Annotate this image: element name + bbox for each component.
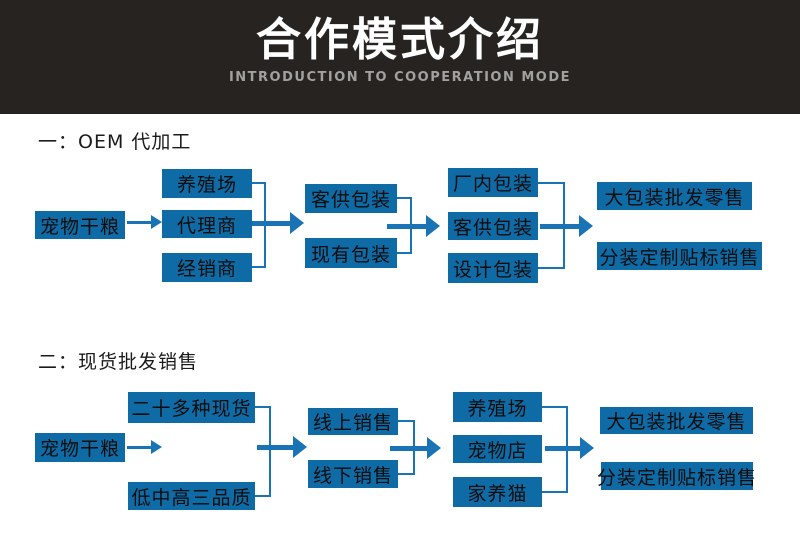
flow-arrow-shaft	[252, 221, 290, 226]
node-existing-packaging: 现有包装	[305, 238, 397, 268]
flow-arrow-shaft	[127, 446, 151, 449]
flow-arrowhead	[426, 215, 440, 237]
node-agent: 代理商	[162, 210, 252, 238]
flow-arrow-shaft	[390, 446, 427, 451]
flow-arrowhead	[151, 215, 162, 229]
flow-arrowhead	[579, 215, 593, 237]
connector-line	[255, 406, 271, 408]
section-1-title: 一：OEM 代加工	[38, 131, 192, 153]
node-pet-dry-food-2: 宠物干粮	[35, 433, 125, 462]
connector-line	[255, 495, 271, 497]
node-custom-label-sales-1: 分装定制贴标销售	[597, 242, 762, 270]
flow-arrowhead	[580, 437, 594, 459]
flow-arrow-shaft	[545, 446, 580, 451]
node-house-cat: 家养猫	[453, 477, 542, 507]
node-twenty-varieties: 二十多种现货	[128, 392, 255, 423]
node-customer-packaging-2: 客供包装	[448, 212, 538, 240]
flow-arrowhead	[293, 436, 307, 458]
node-distributor: 经销商	[162, 253, 252, 282]
connector-line	[542, 406, 568, 408]
node-pet-store: 宠物店	[453, 435, 542, 463]
connector-line	[398, 420, 415, 422]
flow-arrow-shaft	[540, 224, 579, 229]
connector-line	[397, 252, 412, 254]
node-farm-1: 养殖场	[162, 169, 252, 198]
flow-arrow-shaft	[257, 445, 293, 450]
node-bulk-wholesale-retail-1: 大包装批发零售	[597, 182, 752, 210]
header-banner: 合作模式介绍 INTRODUCTION TO COOPERATION MODE	[0, 0, 800, 114]
node-customer-packaging-1: 客供包装	[305, 184, 397, 213]
flow-arrow-shaft	[127, 221, 151, 224]
connector-line	[269, 406, 271, 497]
node-custom-label-sales-2: 分装定制贴标销售	[597, 462, 756, 490]
connector-line	[538, 267, 565, 269]
connector-line	[538, 182, 565, 184]
connector-line	[398, 473, 415, 475]
node-pet-dry-food-1: 宠物干粮	[35, 211, 125, 239]
node-factory-packaging: 厂内包装	[448, 168, 538, 197]
node-offline-sales: 线下销售	[308, 460, 398, 488]
connector-line	[252, 266, 266, 268]
flow-arrowhead	[427, 437, 441, 459]
node-bulk-wholesale-retail-2: 大包装批发零售	[600, 407, 753, 434]
connector-line	[397, 197, 412, 199]
page-title: 合作模式介绍	[255, 13, 544, 66]
node-three-quality-grades: 低中高三品质	[128, 482, 255, 510]
node-online-sales: 线上销售	[308, 408, 398, 435]
node-design-packaging: 设计包装	[448, 253, 538, 283]
section-2-title: 二：现货批发销售	[38, 351, 199, 373]
connector-line	[252, 182, 266, 184]
flow-arrow-shaft	[387, 224, 426, 229]
page-subtitle: INTRODUCTION TO COOPERATION MODE	[228, 70, 572, 86]
flow-arrowhead	[290, 212, 304, 234]
flow-arrowhead	[151, 440, 162, 454]
node-farm-2: 养殖场	[453, 392, 542, 422]
connector-line	[542, 491, 568, 493]
